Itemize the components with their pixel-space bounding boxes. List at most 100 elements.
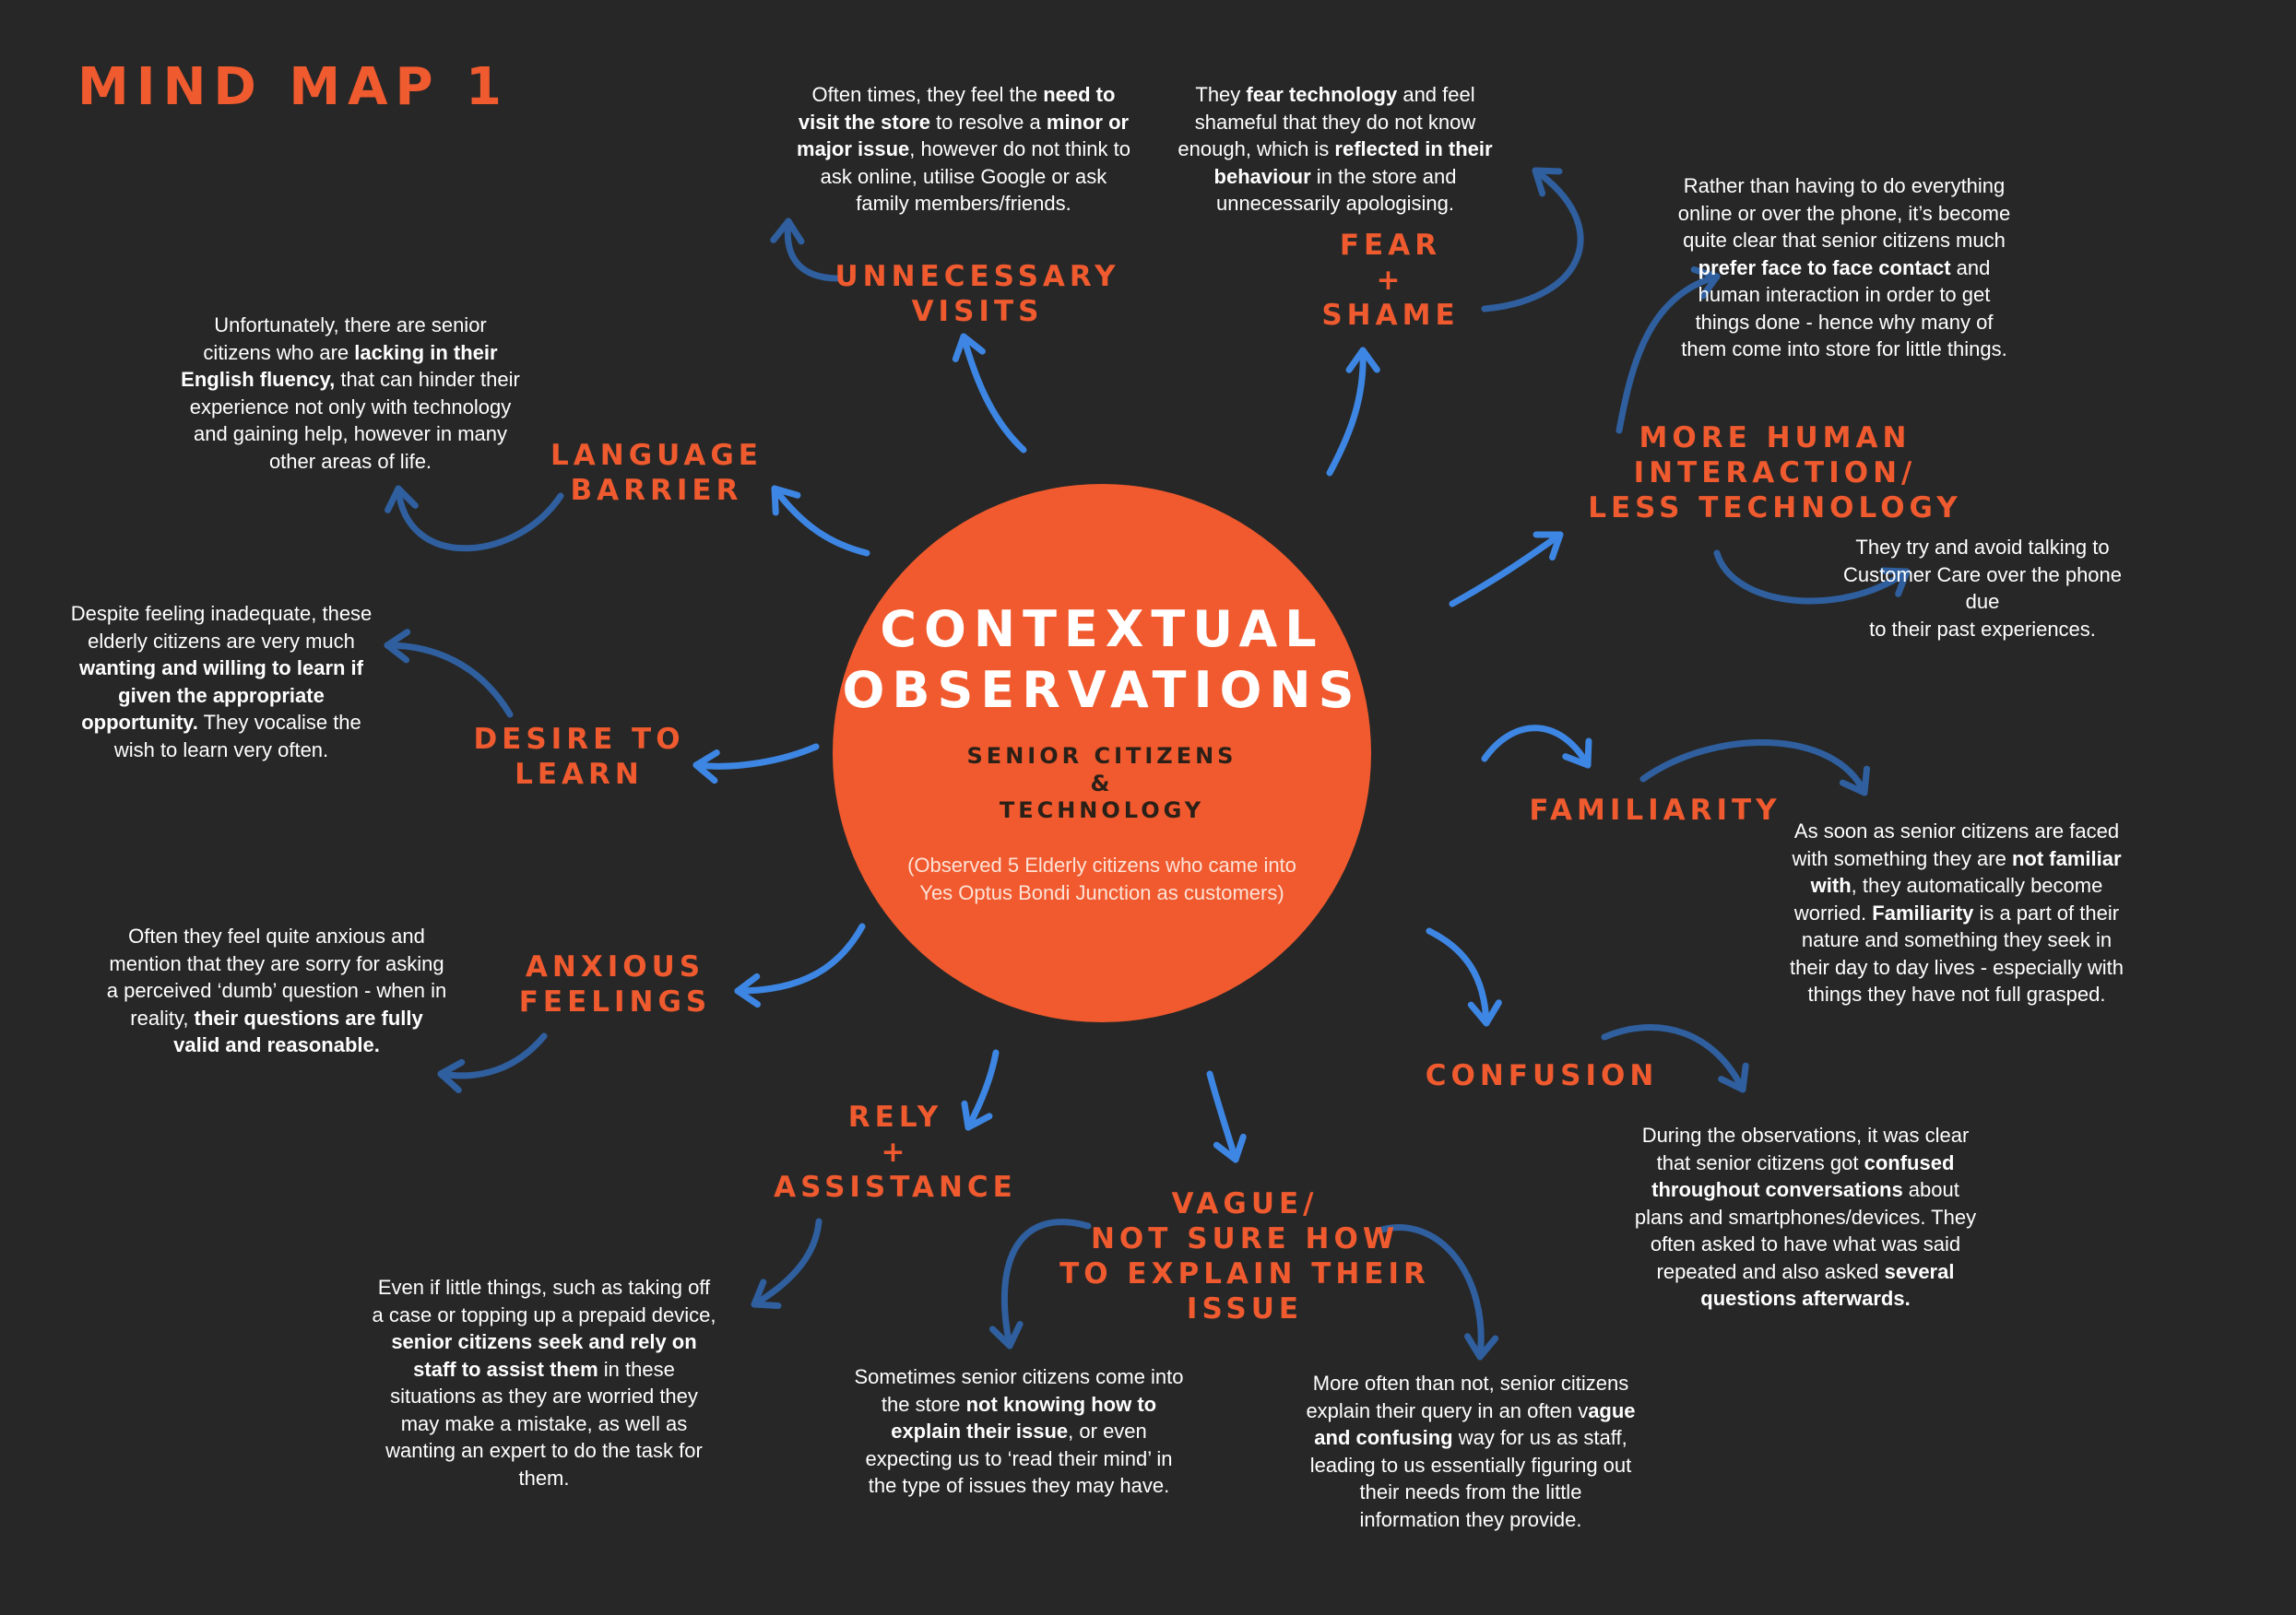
description-line: Customer Care over the phone due <box>1826 561 2139 616</box>
description-line: repeated and also asked several <box>1635 1258 1976 1286</box>
description-bold-text: not familiar <box>2011 846 2122 870</box>
description-text: often asked to have what was said <box>1650 1232 1961 1255</box>
description-text: expecting us to ‘read their mind’ in <box>865 1446 1173 1470</box>
topic-title-line: UNNECESSARY <box>834 260 1120 293</box>
description-line: information they provide. <box>1306 1506 1635 1534</box>
description-text: ask online, utilise Google or ask <box>820 164 1107 188</box>
description-text: , however do not think to <box>909 137 1130 160</box>
description-text: way for us as staff, <box>1452 1426 1627 1449</box>
description-line: visit the store to resolve a minor or <box>797 109 1130 136</box>
description-text: other areas of life. <box>268 449 432 473</box>
description-line: explain their query in an often vague <box>1306 1397 1635 1425</box>
center-title-line-1: CONTEXTUAL <box>880 600 1324 658</box>
description-line: often asked to have what was said <box>1635 1231 1976 1258</box>
arrow-to-more-human <box>1449 531 1564 607</box>
description-line: and confusing way for us as staff, <box>1306 1424 1635 1452</box>
description-line: them come into store for little things. <box>1678 336 2010 363</box>
topic-title-line: SHAME <box>1321 299 1460 332</box>
topic-title-line: + <box>1376 264 1405 297</box>
description-text: human interaction in order to get <box>1698 283 1991 306</box>
description-line: staff to assist them in these <box>372 1356 716 1384</box>
description-line: More often than not, senior citizens <box>1306 1370 1635 1397</box>
description-text: things done - hence why many of <box>1695 310 1994 334</box>
description-bold-text: lacking in their <box>354 340 498 364</box>
description-line: elderly citizens are very much <box>71 628 373 655</box>
description-text: in these <box>598 1357 675 1381</box>
description-line: enough, which is reflected in their <box>1178 136 1492 163</box>
description-bold-text: wanting and willing to learn if <box>78 656 363 679</box>
description-bold-text: reflected in their <box>1334 137 1493 160</box>
description-line: their needs from the little <box>1306 1479 1635 1506</box>
center-subtitle-line-3: TECHNOLOGY <box>999 797 1205 823</box>
description-line: reality, their questions are fully <box>107 1005 447 1032</box>
topic-title-line: RELY <box>847 1101 943 1134</box>
description-line: Sometimes senior citizens come into <box>854 1363 1183 1391</box>
description-text: their day to day lives - especially with <box>1790 955 2124 979</box>
description-line: English fluency, that can hinder their <box>181 366 520 394</box>
description-line: other areas of life. <box>181 448 520 476</box>
description-text: enough, which is <box>1178 137 1335 160</box>
topic-fear-shame: FEAR+SHAME <box>1321 228 1459 333</box>
description-text: wanting an expert to do the task for <box>385 1439 703 1462</box>
description-bold-text: need to <box>1043 83 1116 106</box>
description-line: Often times, they feel the need to <box>797 81 1130 109</box>
description-line: They try and avoid talking to <box>1826 534 2139 561</box>
description-line: with, they automatically become <box>1790 872 2124 900</box>
description-line: quite clear that senior citizens much <box>1678 227 2010 254</box>
description-text: Even if little things, such as taking of… <box>377 1276 711 1299</box>
description-line: situations as they are worried they <box>372 1383 716 1410</box>
description-text: citizens who are <box>203 340 355 364</box>
description-line: to their past experiences. <box>1826 616 2139 643</box>
description-bold-text: given the appropriate <box>118 683 325 707</box>
description-line: major issue, however do not think to <box>797 136 1130 163</box>
topic-title-line: LEARN <box>515 758 644 791</box>
description-line: Often they feel quite anxious and <box>107 923 447 950</box>
center-title-line-2: OBSERVATIONS <box>842 661 1362 719</box>
description-text: online or over the phone, it’s become <box>1677 201 2011 225</box>
description-text: Often times, they feel the <box>811 83 1044 106</box>
arrow-vague-to-desc <box>988 1219 1092 1350</box>
description-line: a perceived ‘dumb’ question - when in <box>107 977 447 1005</box>
desc-rely-assistance: Even if little things, such as taking of… <box>372 1274 716 1491</box>
description-line: their day to day lives - especially with <box>1790 954 2124 982</box>
description-bold-text: several <box>1884 1259 1955 1283</box>
description-line: shameful that they do not know <box>1178 109 1492 136</box>
description-text: to their past experiences. <box>1869 617 2096 641</box>
description-text: the store <box>881 1392 966 1416</box>
arrow-to-anxious <box>734 923 866 1008</box>
description-text: information they provide. <box>1359 1507 1582 1531</box>
description-bold-text: and confusing <box>1314 1426 1453 1449</box>
description-line: with something they are not familiar <box>1790 845 2124 873</box>
description-text: During the observations, it was clear <box>1641 1124 1970 1147</box>
description-text: with something they are <box>1792 846 2012 870</box>
description-line: given the appropriate <box>71 682 373 710</box>
description-text: plans and smartphones/devices. They <box>1634 1205 1977 1229</box>
description-line: wish to learn very often. <box>71 737 373 764</box>
topic-title-line: INTERACTION/ <box>1633 456 1917 489</box>
description-line: mention that they are sorry for asking <box>107 950 447 978</box>
description-line: questions afterwards. <box>1635 1285 1976 1313</box>
description-text: that can hinder their <box>335 368 520 391</box>
center-subtitle-line-1: SENIOR CITIZENS <box>966 743 1237 769</box>
description-line: ask online, utilise Google or ask <box>797 163 1130 191</box>
description-text: the type of issues they may have. <box>868 1474 1170 1497</box>
arrow-to-confusion <box>1426 927 1502 1027</box>
description-line: may make a mistake, as well as <box>372 1410 716 1438</box>
topic-title-line: CONFUSION <box>1425 1059 1659 1092</box>
description-text: nature and something they seek in <box>1801 928 2113 951</box>
center-note-line-1: (Observed 5 Elderly citizens who came in… <box>907 854 1296 877</box>
description-text: , they automatically become <box>1851 874 2103 897</box>
description-line: family members/friends. <box>797 190 1130 218</box>
description-line: During the observations, it was clear <box>1635 1122 1976 1149</box>
topic-familiarity: FAMILIARITY <box>1529 793 1781 828</box>
description-bold-text: fear technology <box>1246 83 1398 106</box>
description-text: shameful that they do not know <box>1194 110 1476 134</box>
description-text: unnecessarily apologising. <box>1215 192 1455 215</box>
arrow-to-desire-to-learn <box>692 743 820 784</box>
description-bold-text: staff to assist them <box>413 1357 598 1381</box>
description-line: experience not only with technology <box>181 394 520 421</box>
